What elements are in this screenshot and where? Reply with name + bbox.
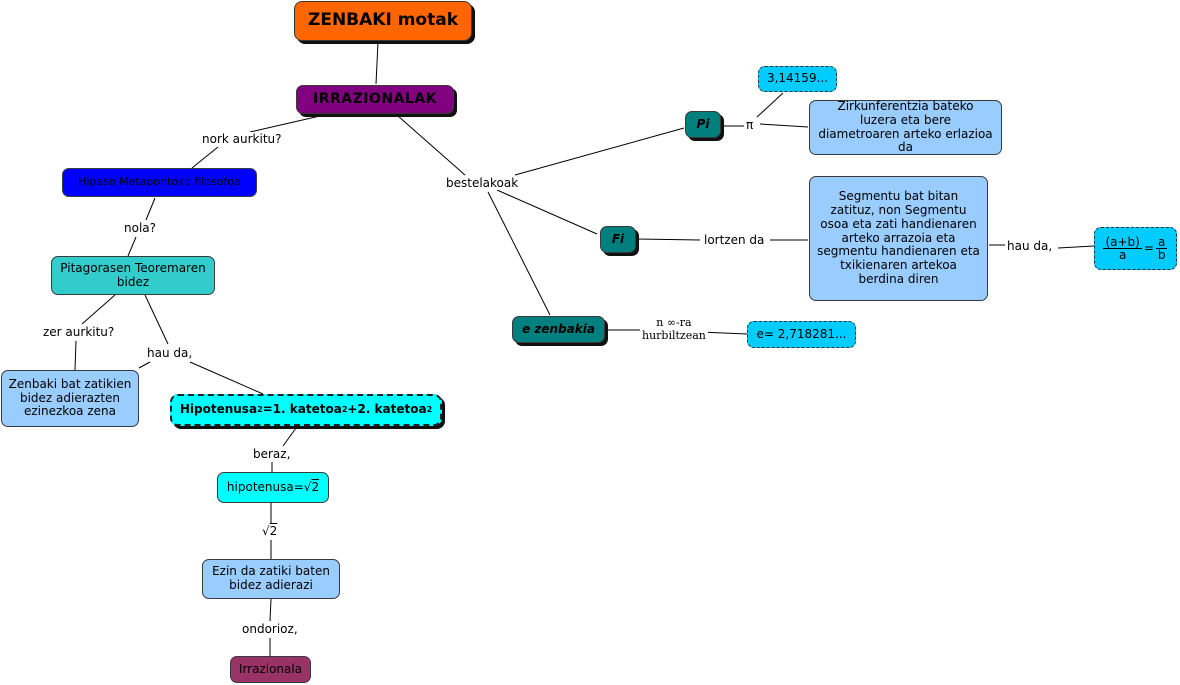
irrazionala-text: Irrazionala [238,661,303,676]
label-sqrt2-value: 2 [269,524,278,538]
e-node: e zenbakia [512,316,605,343]
fi-num-1: (a+b) [1103,235,1142,249]
irrazionala-node: Irrazionala [230,656,311,683]
hypotenuse-sqrt-node: hipotenusa= √ 2 [217,472,329,503]
fi-text: Fi [611,231,625,246]
hipaso-text: Hipaso Metapontoko filosofoa [78,175,241,189]
label-pi-symbol: π [744,118,756,132]
label-n-line2: hurbiltzean [642,329,706,342]
hypotenuse-formula-node: Hipotenusa 2 =1. katetoa 2 +2. katetoa 2 [170,394,442,426]
label-beraz: beraz, [251,447,293,461]
fi-definition-node: Segmentu bat bitan zatituz, non Segmentu… [809,176,988,301]
label-hau-da-1: hau da, [145,346,195,360]
label-ondorioz: ondorioz, [240,622,300,636]
fi-equals: = [1143,240,1154,255]
title-text: ZENBAKI motak [308,10,458,31]
label-n-line1: n ∞-ra [656,316,692,329]
fi-definition-text: Segmentu bat bitan zatituz, non Segmentu… [817,189,980,286]
fi-fraction-1: (a+b) a [1103,235,1142,262]
label-nola: nola? [122,221,159,235]
label-n-infinity: n ∞-ra hurbiltzean [640,316,708,342]
pi-definition-text: Zirkunferentzia bateko luzera eta bere d… [818,98,993,155]
pi-text: Pi [696,116,710,131]
label-zer: zer aurkitu? [41,325,117,339]
ezin-da-node: Ezin da zatiki baten bidez adierazi [202,559,340,599]
irrazionalak-node: IRRAZIONALAK [296,85,454,114]
ezin-da-text: Ezin da zatiki baten bidez adierazi [212,564,330,592]
title-node: ZENBAKI motak [294,1,472,41]
label-sqrt2: √2 [260,524,280,538]
fi-node: Fi [600,226,636,253]
sqrt-value: 2 [311,479,320,494]
formula-plus: +2. katetoa [347,402,427,417]
pi-node: Pi [685,111,721,138]
pitagoras-node: Pitagorasen Teoremaren bidez [51,256,215,295]
fi-den-2: b [1157,248,1166,262]
formula-sup-3: 2 [426,405,433,415]
label-bestelakoak: bestelakoak [444,176,521,190]
label-lortzen: lortzen da [702,233,767,247]
fi-den-1: a [1118,248,1127,262]
label-nork: nork aurkitu? [200,132,284,146]
pi-definition-node: Zirkunferentzia bateko luzera eta bere d… [809,98,1002,155]
e-text: e zenbakia [522,321,595,336]
formula-sup-2: 2 [341,405,348,415]
sqrt-radical: √ [303,479,312,494]
hipaso-node: Hipaso Metapontoko filosofoa [62,168,257,197]
formula-hipotenusa: Hipotenusa [179,402,258,417]
pi-value-text: 3,14159... [766,71,829,86]
formula-eq: =1. katetoa [262,402,342,417]
e-value-node: e= 2,718281... [747,321,856,348]
fi-fraction-2: a b [1156,236,1168,261]
zenbaki-bat-text: Zenbaki bat zatikien bidez adierazten ez… [8,376,132,419]
formula-sup-1: 2 [257,405,263,415]
pi-value-node: 3,14159... [758,66,837,92]
e-value-text: e= 2,718281... [756,326,847,341]
fi-formula-node: (a+b) a = a b [1094,227,1177,270]
pitagoras-text: Pitagorasen Teoremaren bidez [60,260,206,289]
zenbaki-bat-node: Zenbaki bat zatikien bidez adierazten ez… [1,370,139,427]
sqrt-prefix: hipotenusa= [226,479,304,494]
label-sqrt2-radical: √ [262,524,270,538]
fi-num-2: a [1156,235,1168,249]
irrazionalak-text: IRRAZIONALAK [312,91,438,108]
label-hau-da-2: hau da, [1005,239,1055,253]
